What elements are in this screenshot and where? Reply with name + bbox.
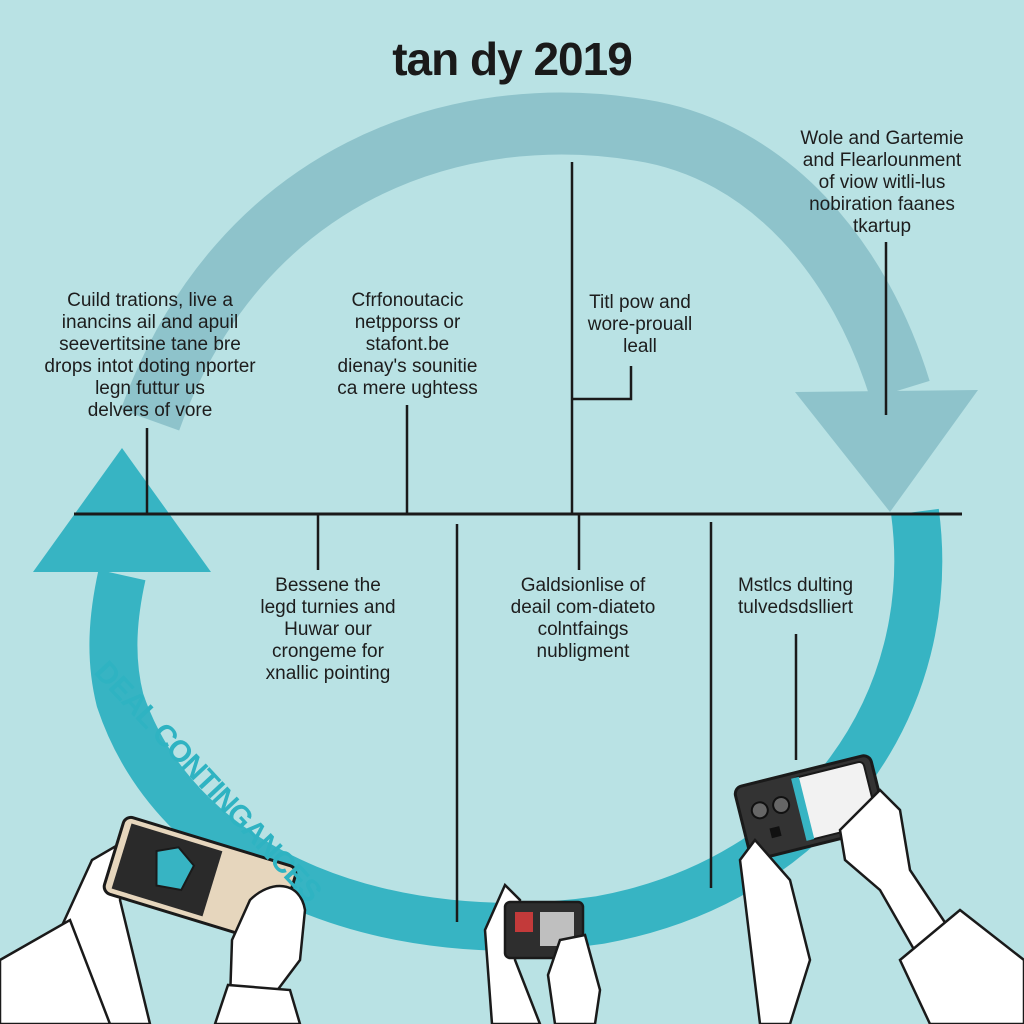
note-left: Cuild trations, live a inancins ail and … — [20, 290, 280, 422]
top-arrowhead — [795, 390, 978, 512]
note-line: inancins ail and apuil — [61, 312, 239, 333]
note-top-right: Wole and Gartemie and Flearlounment of v… — [782, 128, 982, 238]
bottom-arc-arrow — [89, 508, 943, 951]
note-line: nobiration faanes — [809, 194, 955, 215]
note-line: stafont.be — [365, 334, 450, 355]
center-device-illustration — [483, 882, 602, 1024]
connector-center-right-branch — [572, 366, 633, 401]
note-line: delvers of vore — [87, 400, 213, 421]
note-bottom-right: Mstlcs dulting tulvedsdslliert — [718, 575, 873, 619]
note-line: dienay's sounitie — [337, 356, 478, 377]
note-line: of viow witli-lus — [818, 172, 946, 193]
note-line: ca mere ughtess — [337, 378, 478, 399]
right-device-illustration — [733, 754, 1024, 1024]
note-line: Bessene the — [275, 575, 381, 596]
note-line: legd turnies and — [260, 597, 396, 618]
note-line: drops intot doting nporter — [44, 356, 256, 377]
bottom-arrowhead — [33, 448, 211, 572]
note-line: Cuild trations, live a — [67, 290, 233, 311]
note-line: Cfrfonoutacic — [351, 290, 464, 311]
note-line: netpporss or — [354, 312, 461, 333]
note-line: Titl pow and — [589, 292, 691, 313]
note-line: wore-prouall — [587, 314, 693, 335]
note-line: seevertitsine tane bre — [59, 334, 241, 355]
note-line: and Flearlounment — [802, 150, 962, 171]
note-line: nubligment — [536, 641, 630, 662]
note-line: tkartup — [852, 216, 912, 237]
diagram-title: tan dy 2019 — [392, 33, 633, 85]
note-line: Wole and Gartemie — [800, 128, 964, 149]
top-arc-arrow — [120, 92, 930, 431]
note-line: colntfaings — [537, 619, 629, 640]
note-center-right: Titl pow and wore-prouall leall — [570, 292, 710, 358]
note-line: Galdsionlise of — [520, 575, 646, 596]
note-line: Huwar our — [284, 619, 372, 640]
note-line: tulvedsdslliert — [737, 597, 854, 618]
note-line: deail com-diateto — [510, 597, 656, 618]
note-line: leall — [623, 336, 657, 357]
left-device-illustration — [0, 815, 307, 1024]
note-line: crongeme for — [272, 641, 384, 662]
note-line: legn futtur us — [95, 378, 205, 399]
note-bottom-left: Bessene the legd turnies and Huwar our c… — [228, 575, 428, 685]
note-bottom-center: Galdsionlise of deail com-diateto colntf… — [478, 575, 688, 663]
note-line: xnallic pointing — [265, 663, 391, 684]
note-center-left: Cfrfonoutacic netpporss or stafont.be di… — [310, 290, 505, 400]
note-line: Mstlcs dulting — [737, 575, 854, 596]
